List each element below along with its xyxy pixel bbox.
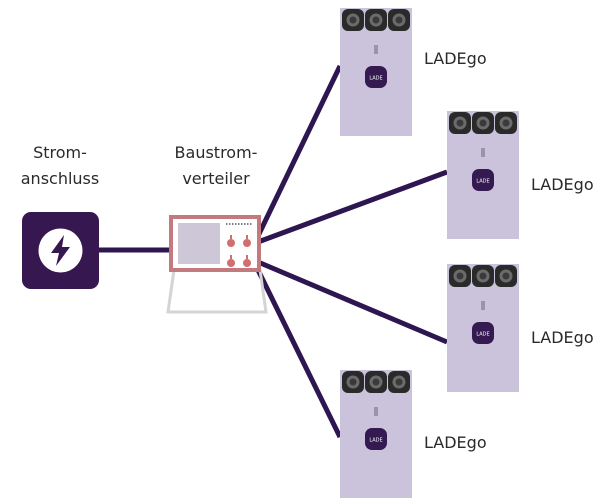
socket-icon <box>243 235 251 247</box>
charger-socket-pin <box>479 119 487 127</box>
charger-socket-icon <box>365 371 387 393</box>
charger-1: LADE <box>340 8 412 136</box>
charger-socket-icon <box>495 112 517 134</box>
lightning-bolt-icon <box>51 235 70 266</box>
charger-logo-badge <box>472 169 494 191</box>
cable-to-charger-3 <box>257 259 448 345</box>
charger-indicator <box>481 148 485 157</box>
cable-to-charger-2 <box>257 169 448 245</box>
charger-logo-text: LADE <box>369 438 382 444</box>
charger-logo-text: LADE <box>476 179 489 185</box>
charger-2: LADE <box>447 111 519 239</box>
charger-socket-icon <box>472 112 494 134</box>
charger-label-2: LADEgo <box>531 175 594 194</box>
distributor-label-line2: verteiler <box>182 169 250 188</box>
chargers: LADE LADE LADE LADE <box>340 8 519 498</box>
charger-socket-pin <box>372 378 380 386</box>
socket-icon <box>243 255 251 267</box>
charger-socket-icon <box>449 265 471 287</box>
charger-indicator <box>374 45 378 54</box>
charger-socket-pin <box>456 272 464 280</box>
charger-socket-icon <box>388 9 410 31</box>
charger-label-4: LADEgo <box>424 433 487 452</box>
cables <box>98 64 448 439</box>
socket-icon <box>227 235 235 247</box>
power-connection-label-line1: Strom- <box>33 143 87 162</box>
distributor-sockets <box>227 235 251 267</box>
charger-socket-pin <box>349 378 357 386</box>
charger-socket-icon <box>449 112 471 134</box>
charger-logo-text: LADE <box>369 76 382 82</box>
charger-3: LADE <box>447 264 519 392</box>
charger-indicator <box>374 407 378 416</box>
charger-socket-pin <box>349 16 357 24</box>
charger-label-1: LADEgo <box>424 49 487 68</box>
charger-socket-pin <box>372 16 380 24</box>
charger-socket-icon <box>365 9 387 31</box>
charger-socket-icon <box>472 265 494 287</box>
charger-indicator <box>481 301 485 310</box>
charger-socket-icon <box>342 9 364 31</box>
socket-icon <box>227 255 235 267</box>
charger-4: LADE <box>340 370 412 498</box>
distributor-screen <box>178 223 220 264</box>
distributor-label: Baustrom- verteiler <box>154 140 278 192</box>
charger-socket-icon <box>495 265 517 287</box>
charger-socket-pin <box>395 378 403 386</box>
charger-logo-badge <box>365 428 387 450</box>
charger-logo-text: LADE <box>476 332 489 338</box>
charger-label-3: LADEgo <box>531 328 594 347</box>
charger-socket-icon <box>388 371 410 393</box>
charger-logo-badge <box>365 66 387 88</box>
distributor <box>166 215 268 314</box>
distributor-stand <box>166 269 268 314</box>
charger-socket-pin <box>479 272 487 280</box>
power-connection-label: Strom- anschluss <box>10 140 110 192</box>
cable-to-charger-4 <box>255 268 343 439</box>
power-connection-label-line2: anschluss <box>20 169 100 188</box>
charger-socket-pin <box>456 119 464 127</box>
distributor-label-line1: Baustrom- <box>174 143 258 162</box>
cable-to-charger-1 <box>255 64 343 238</box>
charger-socket-pin <box>502 119 510 127</box>
charger-socket-pin <box>502 272 510 280</box>
power-connection <box>22 212 99 289</box>
charger-logo-badge <box>472 322 494 344</box>
charger-socket-pin <box>395 16 403 24</box>
charger-socket-icon <box>342 371 364 393</box>
